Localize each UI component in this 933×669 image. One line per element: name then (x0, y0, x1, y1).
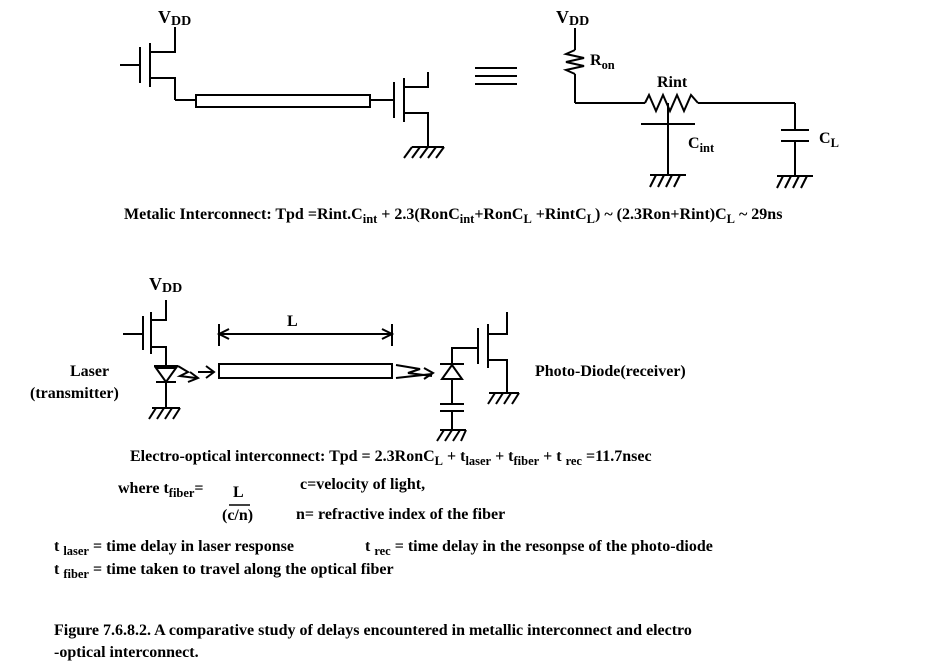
metallic-equation-subscript: int (362, 212, 378, 227)
t-laser-definition: t laser = time delay in laser response (54, 538, 294, 559)
t-fiber-definition: t fiber = time taken to travel along the… (54, 561, 394, 582)
metallic-equation-text: +RintC (531, 206, 587, 223)
cint-capacitor (641, 103, 695, 188)
driver-transistor (120, 27, 176, 100)
t-rec-definition: t rec = time delay in the resonpse of th… (365, 538, 713, 559)
optical-equation: Electro-optical interconnect: Tpd = 2.3R… (130, 448, 652, 469)
optical-fiber (218, 363, 393, 379)
ron-label: Ron (590, 52, 615, 73)
metallic-equation: Metalic Interconnect: Tpd =Rint.Cint + 2… (124, 206, 783, 227)
laser-emission-arrow (176, 365, 216, 383)
metallic-equation-text: ~ 29ns (734, 206, 783, 223)
fiber-length-dimension (216, 324, 395, 346)
c-definition: c=velocity of light, (300, 476, 426, 493)
optical-equation-subscript: fiber (513, 454, 540, 469)
cint-label: Cint (688, 135, 715, 156)
metallic-equation-subscript: L (586, 212, 595, 227)
optical-equation-text: + t (442, 448, 466, 465)
caption-line-1: Figure 7.6.8.2. A comparative study of d… (54, 622, 692, 639)
laser-label: Laser (70, 363, 110, 380)
photo-diode (436, 347, 478, 442)
fiber-length-label: L (287, 313, 298, 330)
photodiode-label: Photo-Diode(receiver) (535, 363, 686, 380)
ron-resistor (562, 28, 585, 103)
caption-line-2: -optical interconnect. (54, 644, 199, 661)
metallic-equation-subscript: int (459, 212, 475, 227)
receiver-transistor (393, 72, 445, 159)
cl-capacitor (776, 103, 813, 189)
metallic-equation-subscript: L (523, 212, 532, 227)
vdd-label-optical: VDD (149, 274, 183, 296)
received-light-arrow (395, 364, 435, 380)
metallic-equation-text: + 2.3(RonC (377, 206, 460, 223)
photodiode-amp-transistor (477, 312, 520, 405)
metallic-equation-text: Metalic Interconnect: Tpd =Rint.C (124, 206, 363, 223)
laser-driver-transistor (123, 300, 167, 358)
optical-equation-subscript: L (434, 454, 443, 469)
optical-equation-text: Electro-optical interconnect: Tpd = 2.3R… (130, 448, 435, 465)
cl-label: CL (819, 130, 839, 151)
vdd-label-right: VDD (556, 7, 590, 29)
fraction-numerator: L (233, 484, 244, 501)
optical-equation-text: + t (539, 448, 566, 465)
where-tfiber: where tfiber= (118, 480, 204, 501)
transmitter-label: (transmitter) (30, 385, 119, 402)
vdd-label-left: VDD (158, 7, 192, 29)
equivalence-symbol (475, 67, 517, 85)
metallic-equation-subscript: L (726, 212, 735, 227)
rint-resistor (575, 92, 795, 114)
rint-label: Rint (657, 74, 688, 91)
metallic-equation-text: +RonC (474, 206, 524, 223)
metallic-equation-text: ) ~ (2.3Ron+Rint)C (595, 206, 727, 223)
optical-equation-text: + t (491, 448, 514, 465)
optical-equation-subscript: rec (565, 454, 582, 469)
n-definition: n= refractive index of the fiber (296, 506, 506, 523)
optical-equation-text: =11.7nsec (581, 448, 652, 465)
optical-equation-subscript: laser (465, 454, 492, 469)
fraction-denominator: (c/n) (222, 507, 254, 524)
laser-diode (148, 358, 181, 420)
metal-wire (175, 94, 394, 108)
